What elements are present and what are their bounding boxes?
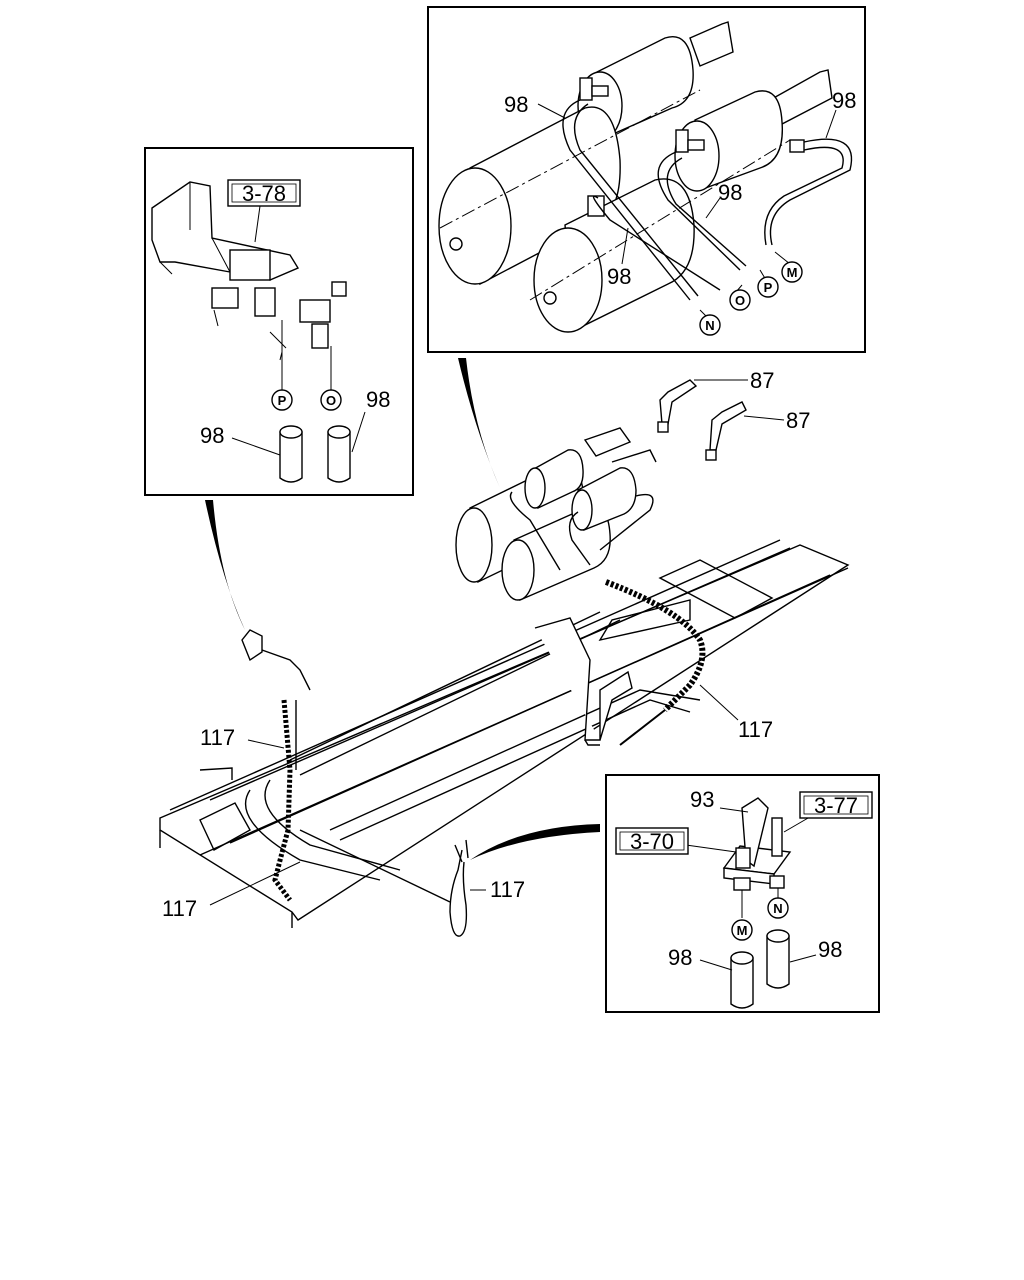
marker-O-left: O: [320, 389, 342, 411]
label-87-a: 87: [750, 368, 774, 393]
svg-text:P: P: [278, 393, 287, 408]
marker-P-top: P: [757, 276, 779, 298]
label-117-c: 117: [162, 896, 197, 921]
connector-detail-frame: [605, 774, 880, 1013]
hose-98-lines: [562, 99, 853, 301]
label-93: 93: [690, 787, 714, 812]
label-98-left-a: 98: [200, 423, 224, 448]
tube-98-bottom-b: [766, 929, 790, 989]
label-98-c: 98: [718, 180, 742, 205]
tube-98-bottom-a: [730, 951, 754, 1009]
ref-box-3-78[interactable]: 3-78: [227, 179, 301, 207]
callout-arrow-bottom: [470, 824, 600, 860]
marker-M-top: M: [781, 261, 803, 283]
tank-detail-frame: [427, 6, 866, 353]
bracket-detail-frame: [144, 147, 414, 496]
marker-M-bottom: M: [731, 919, 753, 941]
svg-text:P: P: [764, 280, 773, 295]
chassis-frame: [159, 539, 850, 928]
bracket-87-b: [705, 401, 747, 461]
ref-label-3-77: 3-77: [814, 793, 858, 818]
upper-tank-front: [674, 69, 833, 192]
harness-117-left: [241, 629, 451, 903]
marker-N-bottom: N: [767, 897, 789, 919]
svg-text:O: O: [735, 293, 745, 308]
tube-98-left-a: [279, 425, 303, 483]
marker-P-left: P: [271, 389, 293, 411]
label-98-bottom-a: 98: [668, 945, 692, 970]
label-87-b: 87: [786, 408, 810, 433]
ref-box-3-77[interactable]: 3-77: [799, 791, 873, 819]
bracket-detail-panel: 3-78 P O 98 98: [144, 147, 414, 496]
label-98-d: 98: [607, 264, 631, 289]
svg-text:M: M: [787, 265, 798, 280]
svg-text:M: M: [737, 923, 748, 938]
lower-tank-left: [438, 106, 621, 286]
lower-tank-right: [533, 178, 695, 333]
label-117-d: 117: [490, 877, 525, 902]
callout-arrow-tanks: [458, 358, 500, 488]
harness-117-right: [604, 579, 706, 746]
marker-N-top: N: [699, 314, 721, 336]
harness-117-loop: [449, 839, 469, 937]
ref-box-3-70[interactable]: 3-70: [615, 827, 689, 855]
svg-text:N: N: [705, 318, 714, 333]
chassis-tanks: [455, 427, 657, 602]
ref-label-3-70: 3-70: [630, 829, 674, 854]
callout-arrow-bracket: [205, 500, 245, 630]
label-117-a: 117: [200, 725, 235, 750]
svg-text:N: N: [773, 901, 782, 916]
connector-detail-panel: 93 3-77 3-70 M N 98 98: [605, 774, 880, 1013]
label-98-bottom-b: 98: [818, 937, 842, 962]
ref-label-3-78: 3-78: [242, 181, 286, 206]
label-98-b: 98: [832, 88, 856, 113]
label-98-left-b: 98: [366, 387, 390, 412]
tube-98-left-b: [327, 425, 351, 483]
label-117-b: 117: [738, 717, 773, 742]
tank-detail-panel: 98 98 98 98 N O P M: [427, 6, 866, 353]
bracket-87-a: [657, 379, 698, 433]
svg-text:O: O: [326, 393, 336, 408]
marker-O-top: O: [729, 289, 751, 311]
label-98-a: 98: [504, 92, 528, 117]
